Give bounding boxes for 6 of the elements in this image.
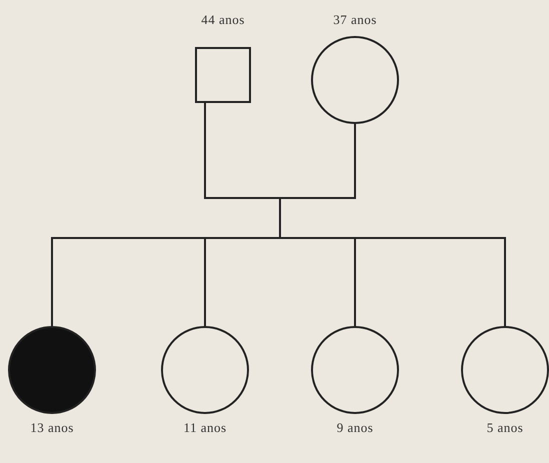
age-label: 5 anos [486, 420, 524, 436]
age-label: 9 anos [336, 420, 374, 436]
age-label: 11 anos [183, 420, 227, 436]
age-label: 13 anos [30, 420, 74, 436]
age-label: 37 anos [333, 12, 377, 28]
age-label: 44 anos [201, 12, 245, 28]
